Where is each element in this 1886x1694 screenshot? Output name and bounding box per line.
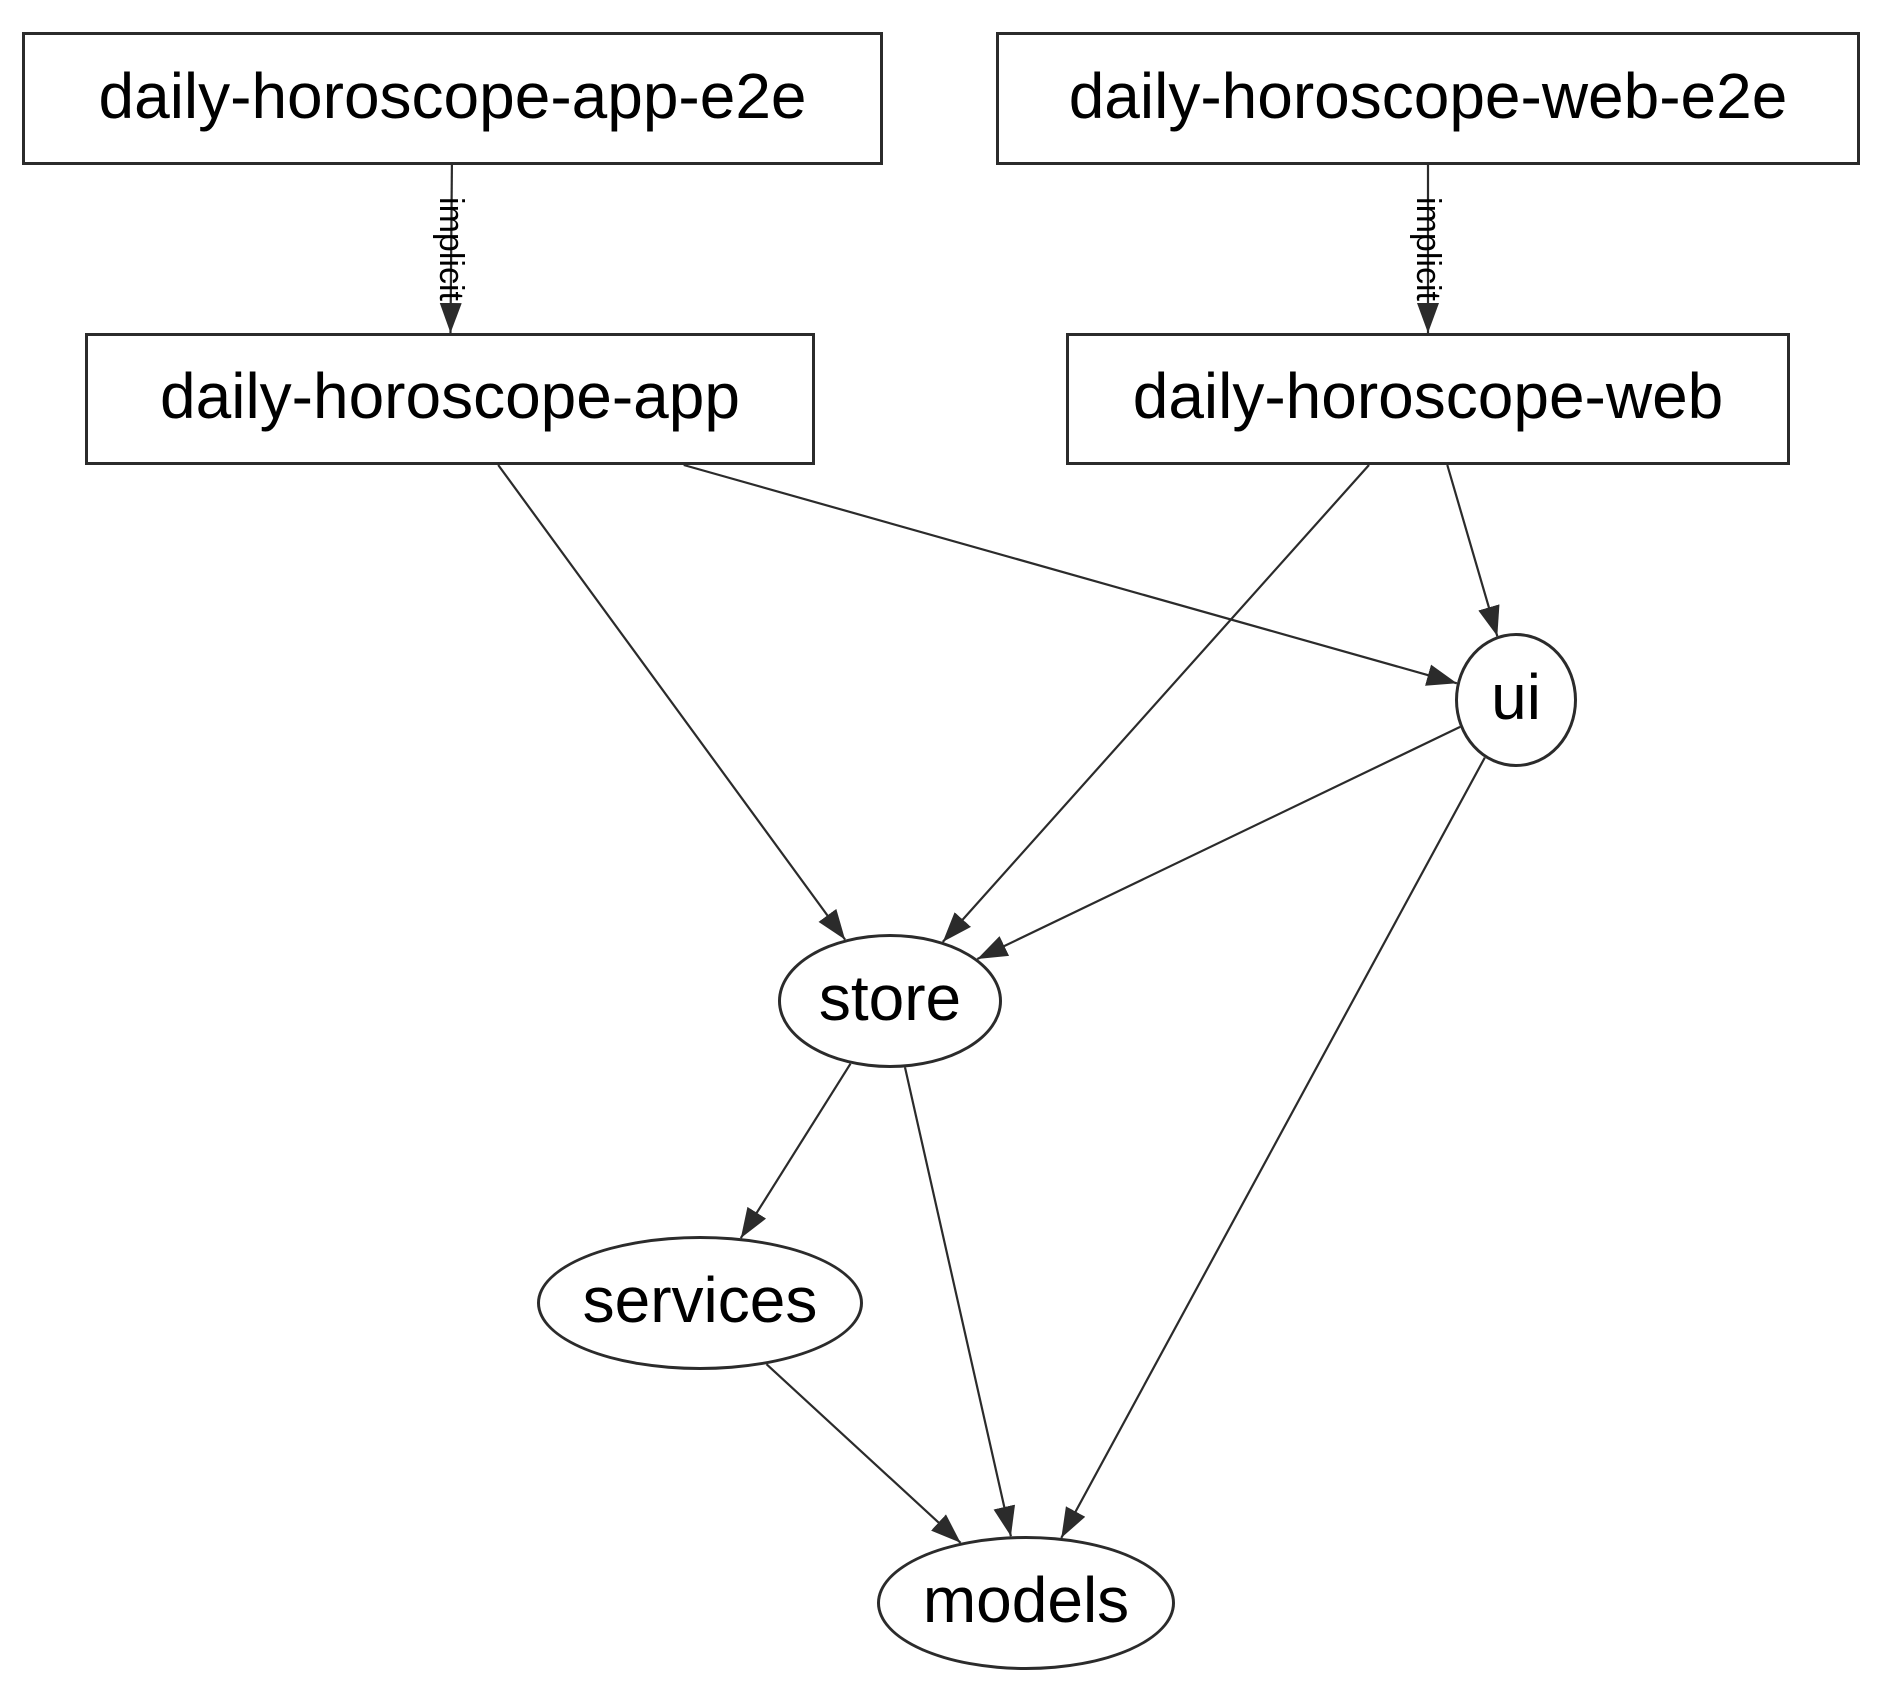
node-label: daily-horoscope-web-e2e — [1068, 59, 1788, 132]
node-label: daily-horoscope-web — [1132, 360, 1724, 432]
node-label: daily-horoscope-app-e2e — [98, 59, 807, 132]
graph-node-ui[interactable]: ui — [1455, 633, 1577, 767]
graph-node-daily-horoscope-web-e2e[interactable]: daily-horoscope-web-e2e — [996, 32, 1860, 165]
graph-node-models[interactable]: models — [877, 1536, 1175, 1670]
node-label: models — [922, 1564, 1130, 1636]
graph-node-daily-horoscope-app[interactable]: daily-horoscope-app — [85, 333, 815, 465]
graph-node-store[interactable]: store — [778, 934, 1002, 1068]
graph-node-daily-horoscope-web[interactable]: daily-horoscope-web — [1066, 333, 1790, 465]
node-label: daily-horoscope-app — [160, 360, 740, 432]
node-label: services — [582, 1264, 818, 1336]
node-label: ui — [1491, 661, 1541, 733]
graph-node-services[interactable]: services — [537, 1236, 863, 1370]
node-label: store — [818, 962, 962, 1034]
graph-node-daily-horoscope-app-e2e[interactable]: daily-horoscope-app-e2e — [22, 32, 883, 165]
